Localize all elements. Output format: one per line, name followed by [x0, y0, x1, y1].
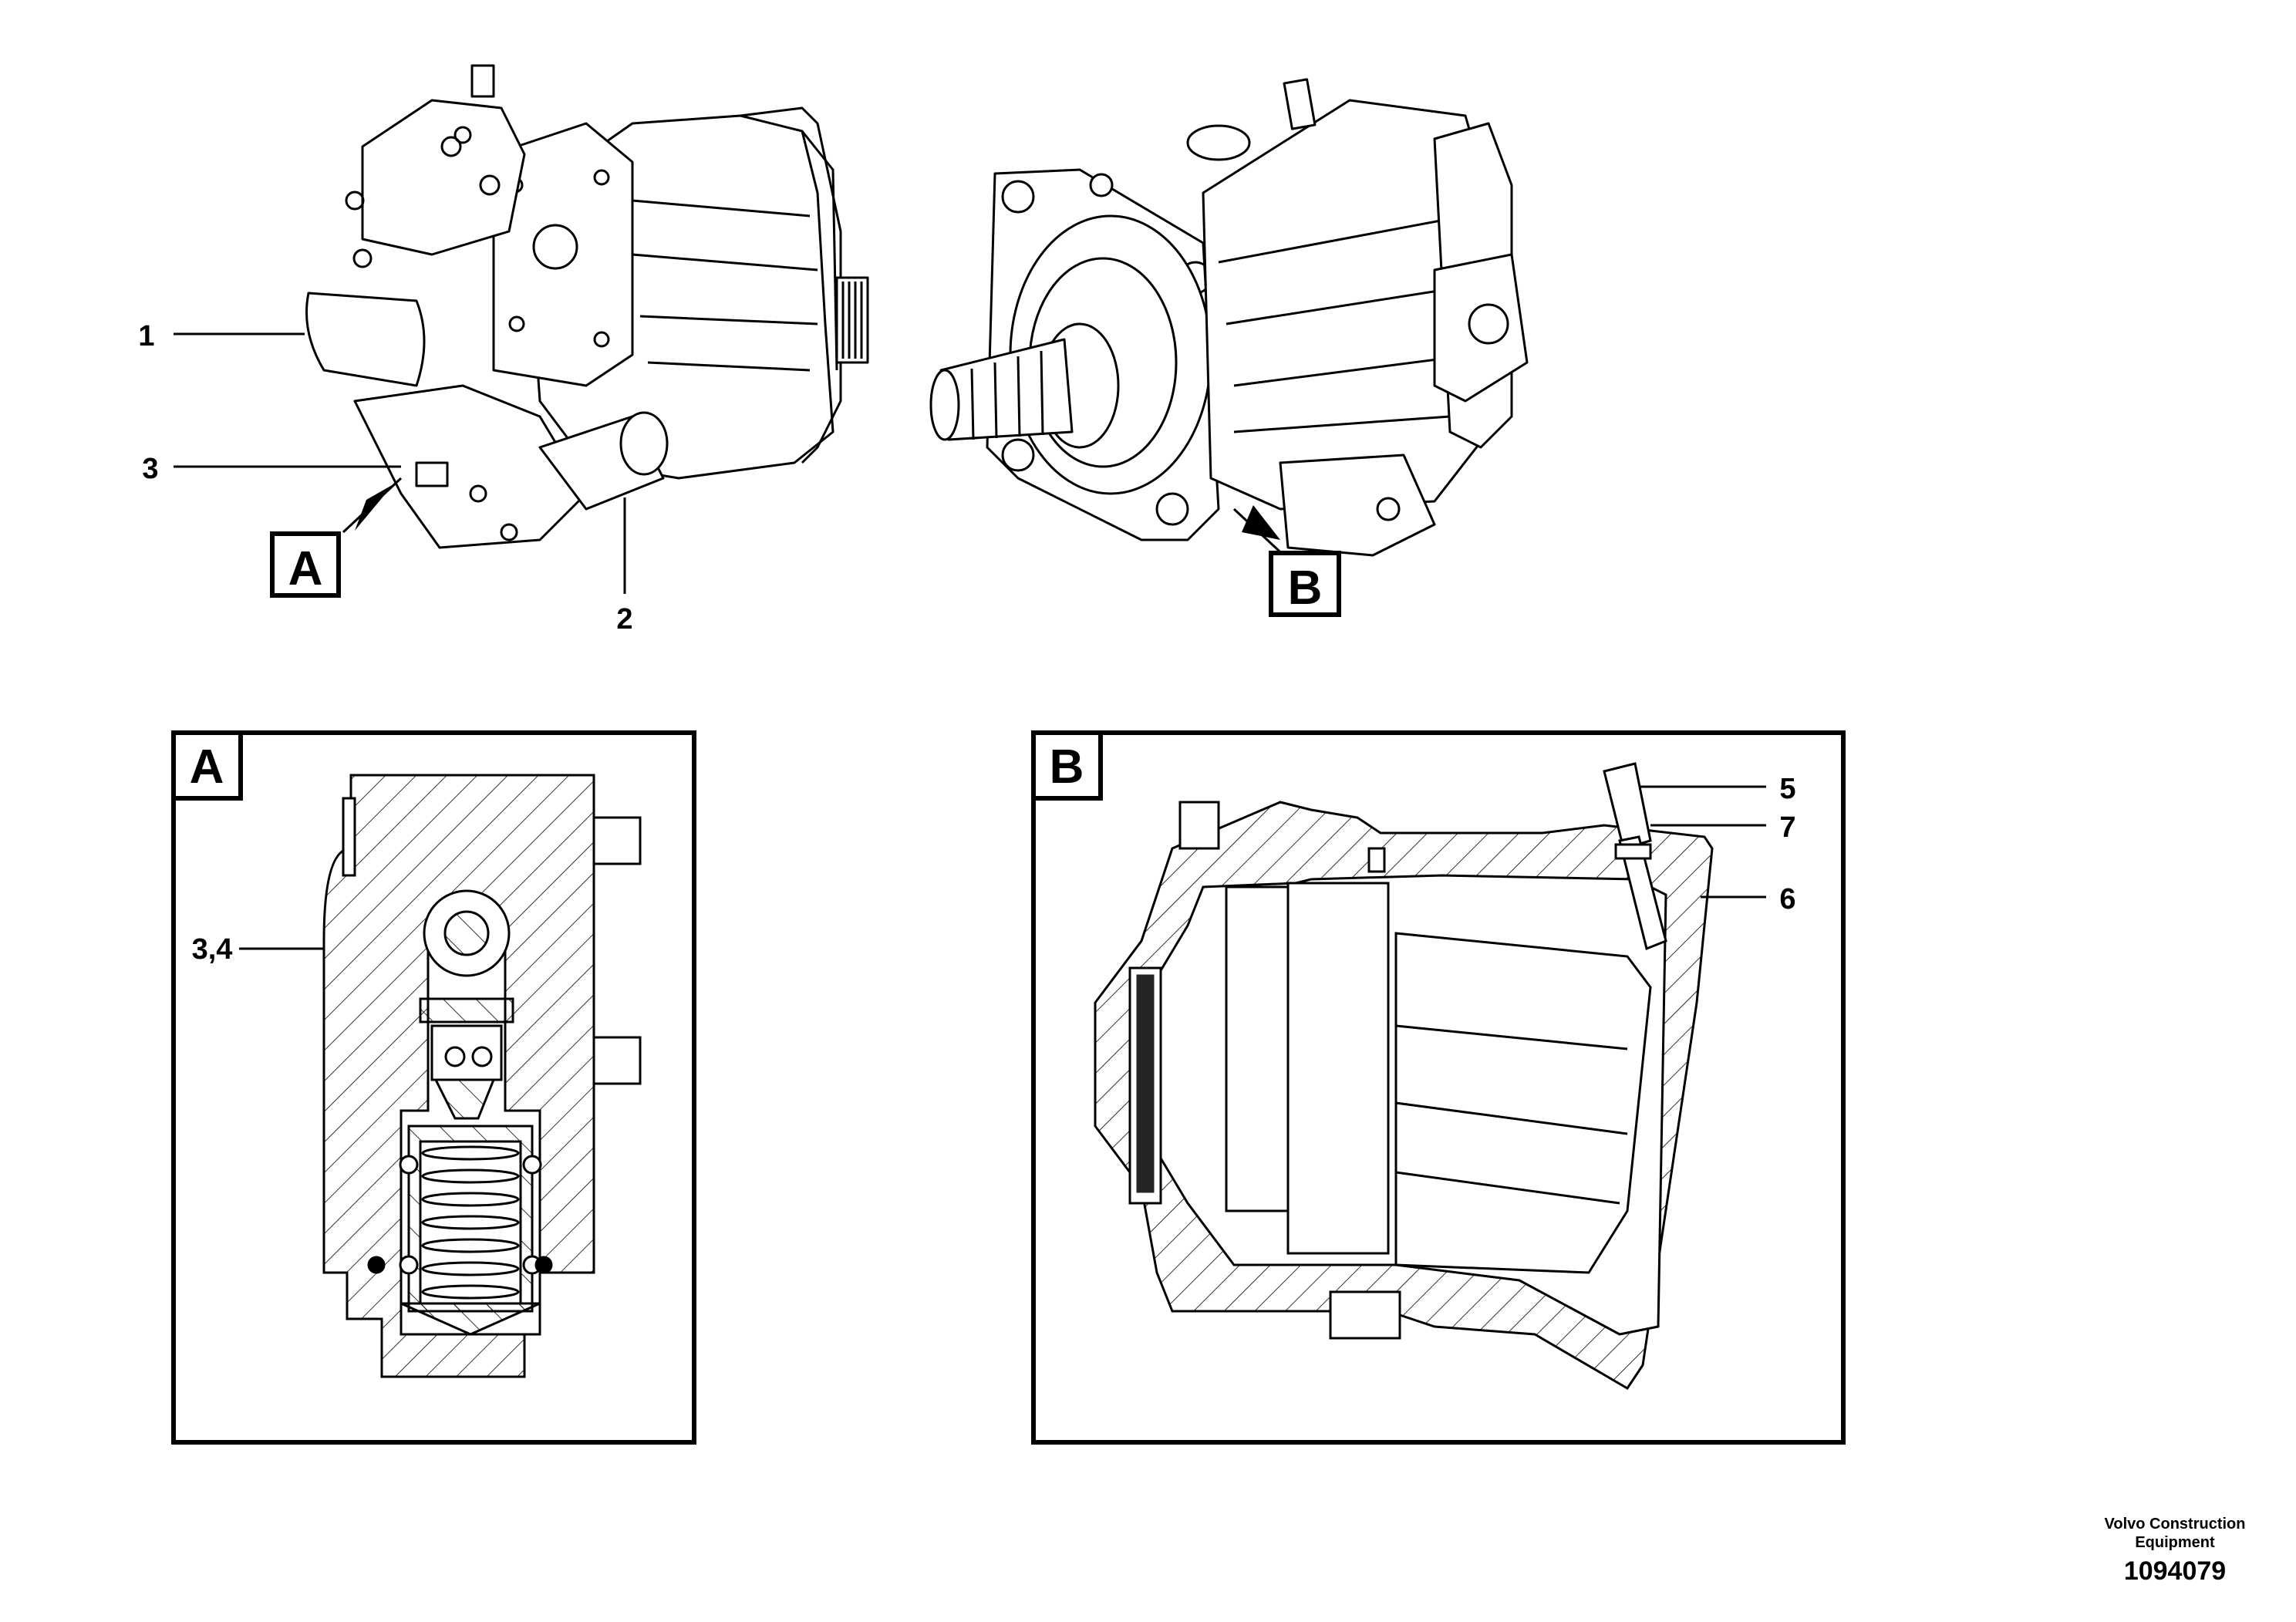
drawing-number: 1094079 [2124, 1556, 2226, 1586]
callout-3-4: 3,4 [192, 933, 233, 966]
hydraulic-motor-right-illustration [929, 78, 1529, 557]
callout-5: 5 [1779, 773, 1795, 805]
footer-block: Volvo Construction Equipment 1094079 [2105, 1516, 2246, 1586]
arrow-b-top [1242, 505, 1280, 540]
detail-b-label: B [1050, 740, 1084, 794]
view-label-a-box [270, 531, 341, 598]
detail-a-panel: A [171, 730, 696, 1445]
view-label-b: B [1288, 561, 1323, 615]
callout-6: 6 [1779, 883, 1795, 916]
view-label-a: A [288, 542, 323, 595]
arrow-a-top [355, 484, 393, 531]
detail-a-label: A [190, 740, 224, 794]
callout-7: 7 [1779, 811, 1795, 844]
callout-1: 1 [138, 320, 154, 352]
company-name-line1: Volvo Construction [2105, 1516, 2246, 1533]
callout-3: 3 [142, 453, 158, 485]
company-name-line2: Equipment [2135, 1534, 2215, 1551]
callout-2: 2 [616, 603, 632, 636]
view-label-b-box [1269, 551, 1341, 617]
hydraulic-motor-left-illustration [305, 64, 869, 549]
detail-b-panel: B 5 7 [1031, 730, 1846, 1445]
